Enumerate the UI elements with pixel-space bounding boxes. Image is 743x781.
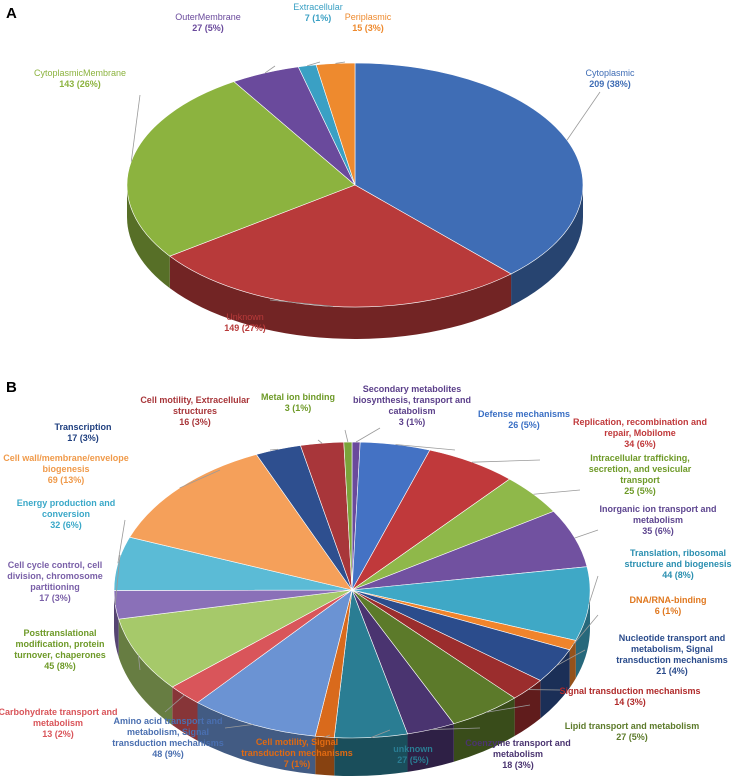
leader-line-nucleotide-transport-and-metabolism-signal-transduction-mechanisms — [556, 649, 586, 667]
pie-slice-translation-ribosomal-structure-and-biogenesis — [351, 566, 591, 641]
panel-label-a: A — [6, 5, 17, 22]
leader-line-energy-production-and-conversion — [117, 519, 126, 564]
pie-walls — [127, 185, 583, 339]
leader-line-cell-motility-extracellular-structures — [317, 439, 323, 444]
leader-line-amino-acid-transport-and-metabolism-signal-transduction-mechanisms — [224, 724, 253, 729]
pie-wall-cytoplasmicmembrane — [127, 185, 170, 289]
leader-line-unknown — [269, 299, 333, 307]
pie-wall-amino-acid-transport-and-metabolism-signal-transduction-mechanisms — [197, 702, 316, 775]
pie-wall-cell-motility-signal-transduction-mechanisms — [315, 736, 335, 776]
leader-line-dna-rna-binding — [572, 614, 599, 646]
leader-line-replication-recombination-and-repair-mobilome — [471, 459, 541, 463]
pie-slice-metal-ion-binding — [343, 441, 353, 591]
pie-wall-cell-cycle-control-cell-division-chromosome-partitioning — [114, 590, 119, 658]
pie-wall-lipid-transport-and-metabolism — [453, 698, 515, 762]
leader-line-translation-ribosomal-structure-and-biogenesis — [588, 575, 599, 605]
pie-wall-unknown — [334, 733, 408, 776]
leader-line-carbohydrate-transport-and-metabolism — [164, 694, 185, 713]
leader-line-unknown — [370, 729, 391, 738]
leader-line-periplasmic — [335, 61, 346, 64]
pie-slice-cytoplasmicmembrane — [126, 81, 356, 257]
slice-label-intracellular-trafficking-secretion-and-vesicular-transport: Intracellular trafficking,secretion, and… — [589, 453, 692, 496]
pie-wall-unknown — [169, 256, 512, 339]
leader-line-metal-ion-binding — [344, 429, 349, 443]
leader-line-cell-cycle-control-cell-division-chromosome-partitioning — [114, 554, 121, 605]
leader-line-lipid-transport-and-metabolism — [485, 704, 531, 713]
pie-wall-cytoplasmic — [511, 185, 583, 306]
pie-slice-unknown — [169, 184, 512, 308]
leader-line-cytoplasmic — [566, 91, 601, 141]
pie-wall-dna-rna-binding — [569, 640, 576, 688]
leader-line-defense-mechanisms — [395, 444, 456, 451]
leader-line-inorganic-ion-transport-and-metabolism — [574, 529, 599, 539]
leader-line-cytoplasmicmembrane — [130, 94, 141, 162]
panel-label-b: B — [6, 379, 17, 396]
leader-line-outermembrane — [264, 65, 276, 74]
leader-line-coenzyme-transport-and-metabolism — [431, 727, 481, 730]
pie-wall-coenzyme-transport-and-metabolism — [407, 723, 454, 772]
leader-line-cell-motility-signal-transduction-mechanisms — [324, 734, 331, 738]
leader-line-transcription — [269, 448, 279, 451]
leader-line-extracellular — [307, 61, 321, 67]
pie-wall-posttranslational-modification-protein-turnover-chaperones — [118, 619, 173, 726]
pie-wall-nucleotide-transport-and-metabolism-signal-transduction-mechanisms — [540, 649, 570, 719]
leader-line-intracellular-trafficking-secretion-and-vesicular-transport — [533, 489, 581, 495]
pie-slice-posttranslational-modification-protein-turnover-chaperones — [118, 589, 353, 688]
pie-slice-amino-acid-transport-and-metabolism-signal-transduction-mechanisms — [196, 589, 353, 737]
leader-line-cell-wall-membrane-envelope-biogenesis — [179, 469, 221, 489]
pie-wall-translation-ribosomal-structure-and-biogenesis — [575, 590, 590, 679]
leader-line-posttranslational-modification-protein-turnover-chaperones — [137, 655, 141, 671]
leader-line-secondary-metabolites-biosynthesis-transport-and-catabolism — [355, 427, 381, 443]
